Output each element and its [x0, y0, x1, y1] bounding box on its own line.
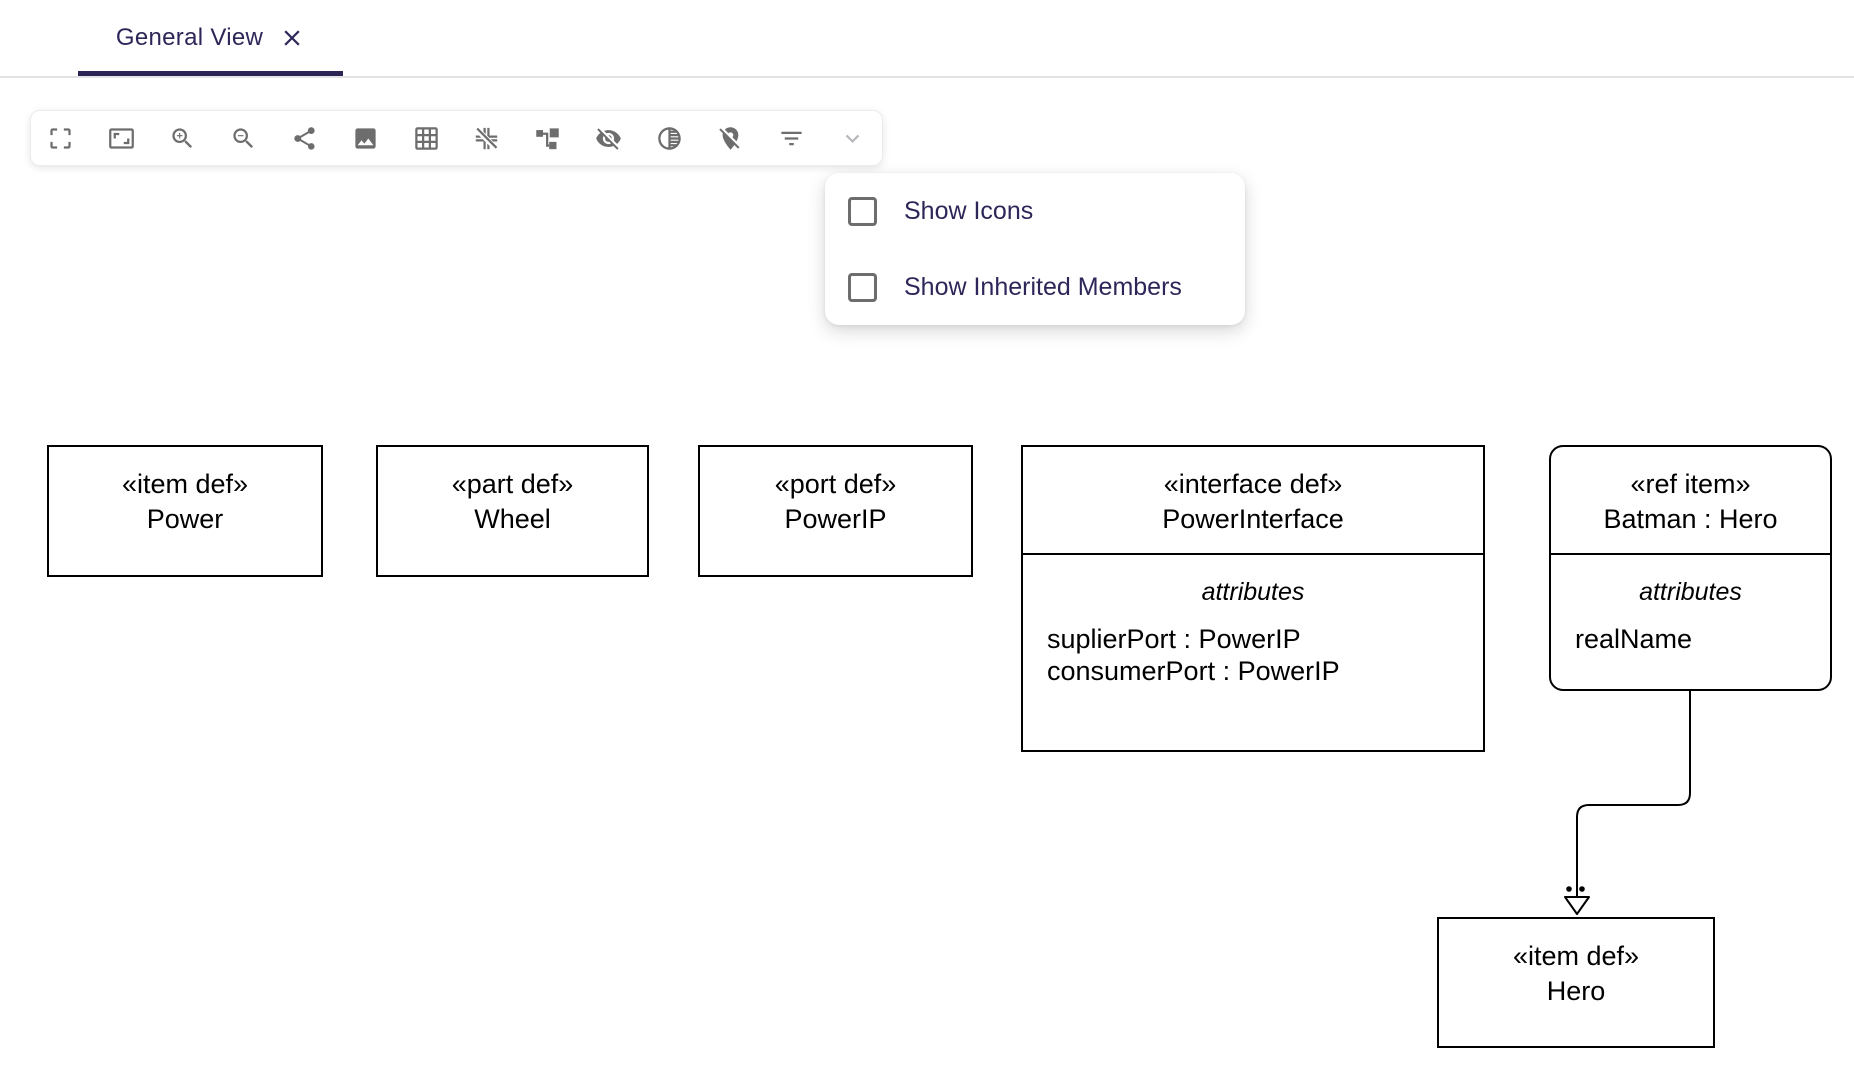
node-title: «interface def» PowerInterface	[1023, 447, 1483, 555]
attribute-item[interactable]: consumerPort : PowerIP	[1047, 656, 1340, 686]
arrange-all-button[interactable]	[534, 125, 561, 152]
unpin-all-button[interactable]	[717, 125, 744, 152]
diagram-toolbar	[30, 110, 883, 166]
filter-list-icon	[781, 131, 802, 145]
node-ref-item-batman[interactable]: «ref item» Batman : Hero attributes real…	[1549, 445, 1832, 691]
chevron-down-icon	[845, 134, 860, 143]
show-inherited-members-checkbox[interactable]	[848, 272, 877, 302]
image-icon	[354, 127, 376, 149]
node-stereotype: «item def»	[1512, 941, 1640, 971]
share-diagram-button[interactable]	[291, 125, 318, 152]
active-tab-indicator	[78, 71, 343, 76]
export-image-button[interactable]	[352, 125, 379, 152]
show-icons-checkbox[interactable]	[848, 196, 877, 226]
edge-dot-icon	[1566, 886, 1572, 892]
zoom-in-icon	[172, 127, 192, 148]
attributes-compartment[interactable]: attributes realName	[1551, 555, 1830, 655]
node-stereotype: «ref item»	[1630, 469, 1751, 499]
node-interface-def-powerinterface[interactable]: «interface def» PowerInterface attribute…	[1021, 445, 1485, 752]
node-name: Batman : Hero	[1603, 504, 1778, 534]
node-title: «item def» Power	[49, 447, 321, 537]
zoom-out-button[interactable]	[230, 125, 257, 152]
node-item-def-hero[interactable]: «item def» Hero	[1437, 917, 1715, 1048]
fit-to-screen-button[interactable]	[47, 125, 74, 152]
node-title: «item def» Hero	[1439, 919, 1713, 1009]
filter-elements-button[interactable]	[778, 125, 805, 152]
node-port-def-powerip[interactable]: «port def» PowerIP	[698, 445, 973, 577]
snap-to-grid-button[interactable]	[473, 125, 500, 152]
zoom-to-fit-button[interactable]	[108, 125, 135, 152]
hollow-triangle-arrowhead-icon	[1564, 896, 1590, 915]
node-stereotype: «item def»	[121, 469, 249, 499]
menu-item-show-inherited-members[interactable]: Show Inherited Members	[825, 249, 1245, 325]
attribute-item[interactable]: realName	[1575, 624, 1693, 654]
node-stereotype: «interface def»	[1163, 469, 1343, 499]
node-stereotype: «port def»	[774, 469, 897, 499]
attribute-item[interactable]: suplierPort : PowerIP	[1047, 624, 1301, 654]
node-name: PowerInterface	[1162, 504, 1344, 534]
node-name: PowerIP	[784, 504, 887, 534]
more-toolbar-options-button[interactable]	[839, 125, 866, 152]
node-item-def-power[interactable]: «item def» Power	[47, 445, 323, 577]
compartment-label: attributes	[1639, 578, 1742, 606]
node-name: Hero	[1546, 976, 1606, 1006]
aspect-ratio-icon	[109, 127, 134, 149]
tab-bar: General View	[0, 0, 1854, 78]
menu-item-label: Show Inherited Members	[904, 272, 1182, 301]
attributes-compartment[interactable]: attributes suplierPort : PowerIP consume…	[1023, 555, 1483, 687]
reveal-faded-elements-button[interactable]	[656, 125, 683, 152]
close-icon	[284, 30, 300, 46]
filters-menu: Show Icons Show Inherited Members	[825, 173, 1245, 325]
typed-by-edge[interactable]	[1564, 691, 1691, 915]
crop-free-icon	[50, 127, 71, 149]
arrange-all-icon	[536, 127, 560, 149]
node-title: «port def» PowerIP	[700, 447, 971, 537]
node-stereotype: «part def»	[451, 469, 574, 499]
visibility-off-icon	[596, 127, 622, 150]
node-title: «ref item» Batman : Hero	[1551, 447, 1830, 555]
edge-path	[1576, 691, 1691, 897]
zoom-in-button[interactable]	[169, 125, 196, 152]
tab-general-view[interactable]: General View	[78, 0, 343, 76]
tab-label: General View	[115, 24, 264, 51]
node-name: Power	[146, 504, 224, 534]
node-title: «part def» Wheel	[378, 447, 647, 537]
grid-on-icon	[414, 126, 438, 150]
menu-item-show-icons[interactable]: Show Icons	[825, 173, 1245, 249]
zoom-out-icon	[233, 127, 253, 148]
snap-to-grid-off-icon	[475, 126, 499, 150]
edge-dot-icon	[1579, 886, 1585, 892]
share-icon	[294, 126, 315, 150]
node-name: Wheel	[474, 504, 551, 534]
close-tab-button[interactable]	[279, 25, 305, 51]
tonality-icon	[658, 126, 681, 150]
node-part-def-wheel[interactable]: «part def» Wheel	[376, 445, 649, 577]
pin-off-icon	[719, 126, 740, 150]
reveal-hidden-elements-button[interactable]	[595, 125, 622, 152]
menu-item-label: Show Icons	[904, 196, 1034, 225]
toggle-grid-button[interactable]	[413, 125, 440, 152]
compartment-label: attributes	[1201, 578, 1305, 606]
